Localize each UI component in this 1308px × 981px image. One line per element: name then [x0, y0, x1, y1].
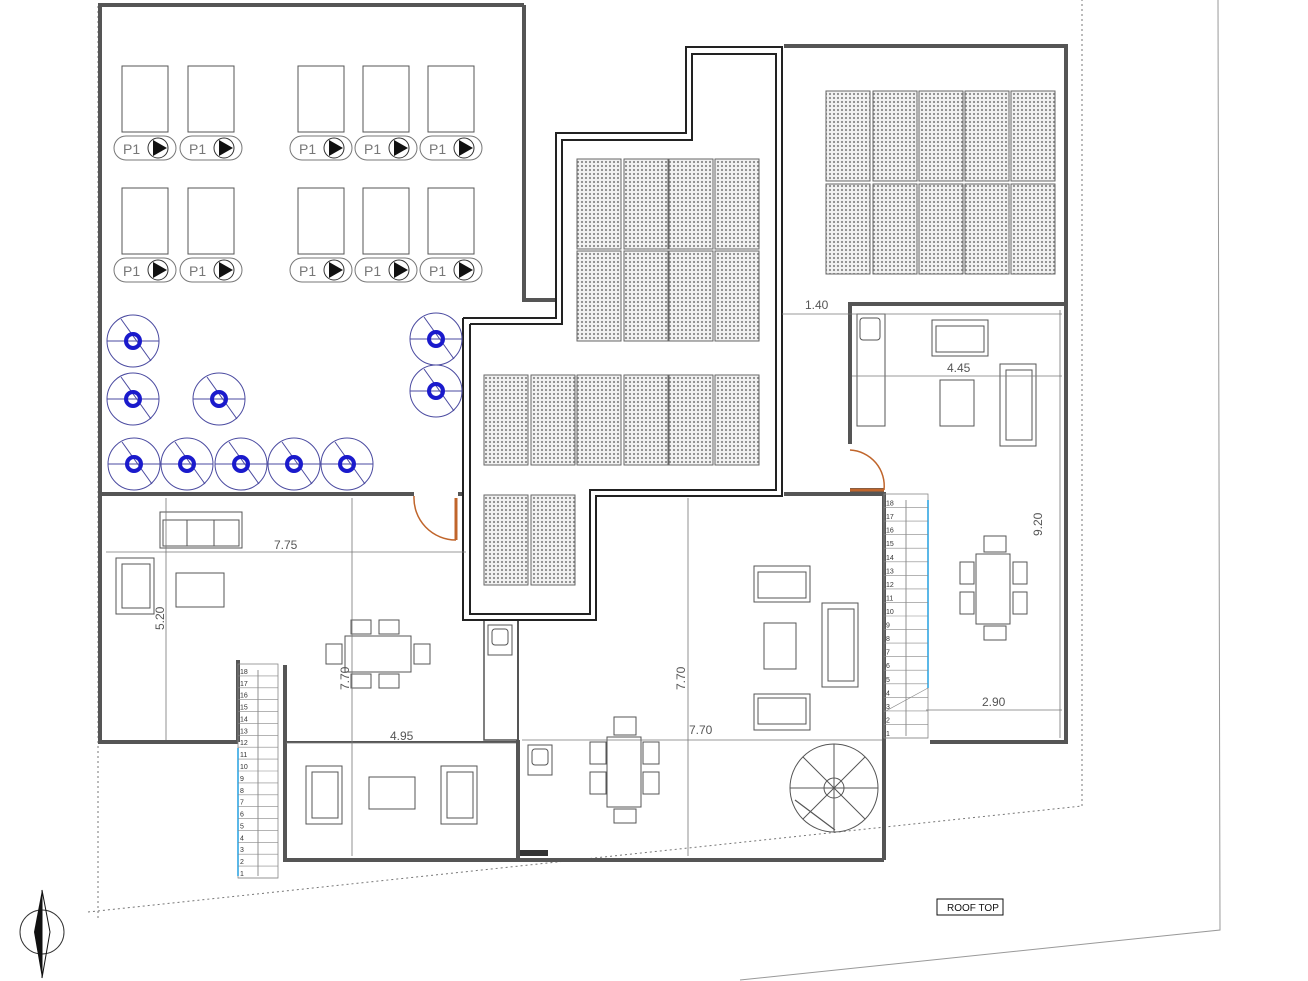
stair-step-number: 10	[886, 609, 894, 616]
stair-step-number: 6	[240, 812, 244, 819]
water-tanks	[121, 65, 475, 255]
ac-unit-icon	[214, 437, 268, 491]
stair-step-number: 5	[240, 823, 244, 830]
pump-label: P1	[299, 141, 316, 157]
title-box: ROOF TOP	[936, 898, 1004, 916]
ac-unit-icon	[267, 437, 321, 491]
doors	[413, 449, 885, 541]
north-arrow-icon	[19, 889, 65, 979]
stair-step-number: 14	[886, 555, 894, 562]
stair-step-number: 1	[240, 871, 244, 878]
stair-step-number: 9	[240, 776, 244, 783]
ac-unit-icon	[409, 364, 463, 418]
stair-step-number: 2	[240, 859, 244, 866]
stair-step-number: 11	[240, 752, 247, 759]
stair-step-number: 18	[240, 669, 248, 676]
ac-unit-icon	[106, 314, 160, 368]
stair-step-number: 12	[240, 740, 248, 747]
stair-step-number: 17	[240, 681, 248, 688]
stair-step-number: 17	[886, 514, 894, 521]
ac-unit-icon	[409, 312, 463, 366]
stair-step-number: 13	[886, 568, 894, 575]
stair-step-number: 5	[886, 677, 890, 684]
stair-step-number: 15	[240, 705, 248, 712]
stair-step-number: 15	[886, 541, 894, 548]
pump-unit: P1	[179, 257, 243, 283]
pump-unit: P1	[354, 135, 418, 161]
stair-step-number: 3	[886, 704, 890, 711]
stair-step-number: 16	[240, 693, 248, 700]
stair-step-number: 3	[240, 847, 244, 854]
pump-unit: P1	[289, 257, 353, 283]
pump-unit: P1	[113, 135, 177, 161]
pump-unit: P1	[419, 135, 483, 161]
dim-7-70-mid-horizontal: 7.70	[689, 723, 713, 737]
stair-step-number: 7	[886, 650, 890, 657]
pump-label: P1	[189, 141, 206, 157]
solar-panels-right	[825, 90, 1056, 275]
stair-step-number: 16	[886, 528, 894, 535]
ac-unit-icon	[160, 437, 214, 491]
solar-panels-center	[483, 158, 760, 586]
pump-label: P1	[123, 141, 140, 157]
furniture	[115, 313, 1037, 833]
dimension-labels: 7.75 5.20 7.70 4.95 7.70 7.70 1.40 4.45 …	[153, 298, 1045, 743]
pump-label: P1	[123, 263, 140, 279]
pump-label: P1	[429, 141, 446, 157]
stair-step-number: 4	[240, 835, 244, 842]
pump-unit: P1	[354, 257, 418, 283]
stair-step-number: 18	[886, 501, 894, 508]
dim-2-90: 2.90	[982, 695, 1006, 709]
dim-7-70-mid-vertical: 7.70	[674, 666, 688, 690]
central-volume	[462, 46, 783, 621]
pump-label: P1	[299, 263, 316, 279]
dim-5-20: 5.20	[153, 606, 167, 630]
stair-step-number: 4	[886, 690, 890, 697]
dimension-lines	[106, 310, 1062, 876]
dim-1-40: 1.40	[805, 298, 829, 312]
ac-unit-icon	[192, 372, 246, 426]
pump-unit: P1	[179, 135, 243, 161]
dim-4-95: 4.95	[390, 729, 414, 743]
pump-label: P1	[364, 263, 381, 279]
stair-step-number: 8	[240, 788, 244, 795]
stair-step-number: 9	[886, 623, 890, 630]
stair-step-number: 1	[886, 731, 890, 738]
ac-unit-icon	[107, 437, 161, 491]
stair-step-number: 14	[240, 716, 248, 723]
ac-outdoor-units	[106, 312, 463, 491]
stair-step-number: 10	[240, 764, 248, 771]
dim-9-20: 9.20	[1031, 512, 1045, 536]
neighbour-boundary	[739, 0, 1221, 981]
vent-grille	[520, 850, 548, 856]
pump-unit: P1	[113, 257, 177, 283]
stair-step-number: 7	[240, 800, 244, 807]
stair-step-number: 6	[886, 663, 890, 670]
dim-7-75: 7.75	[274, 538, 298, 552]
stair-right: 18 17 16 15 14 13 12 11 10 9 8 7 6 5 4 3 2 1	[883, 493, 929, 739]
stair-step-number: 13	[240, 728, 248, 735]
pump-label: P1	[189, 263, 206, 279]
pump-unit: P1	[419, 257, 483, 283]
stair-step-number: 8	[886, 636, 890, 643]
pumps: P1 P1 P1 P1 P1	[113, 135, 483, 283]
stair-step-number: 11	[886, 595, 893, 602]
stair-step-number: 2	[886, 717, 890, 724]
pump-unit: P1	[289, 135, 353, 161]
pump-label: P1	[364, 141, 381, 157]
dim-4-45: 4.45	[947, 361, 971, 375]
dim-7-70-left: 7.70	[338, 666, 352, 690]
stair-step-number: 12	[886, 582, 894, 589]
roof-top-label: ROOF TOP	[947, 903, 999, 914]
pump-label: P1	[429, 263, 446, 279]
ac-unit-icon	[320, 437, 374, 491]
stair-left: 18 17 16 15 14 13 12 11 10 9 8 7 6 5 4 3 2 1	[237, 663, 279, 879]
ac-unit-icon	[106, 372, 160, 426]
